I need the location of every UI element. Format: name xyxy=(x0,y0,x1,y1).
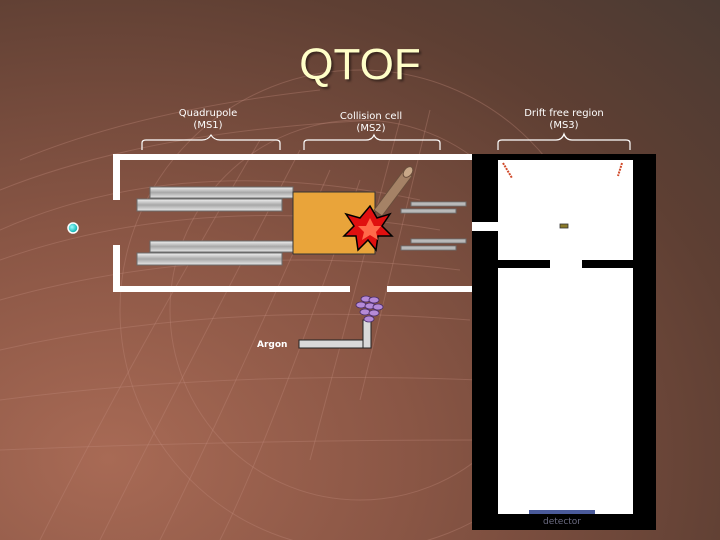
rod xyxy=(136,198,283,212)
collision-burst-icon xyxy=(342,204,394,252)
lens-plates xyxy=(400,201,467,251)
argon-line xyxy=(298,319,372,349)
quadrupole-rods xyxy=(136,186,294,266)
ion-icon xyxy=(67,222,79,234)
argon-molecules-icon xyxy=(355,295,384,323)
gas-inlet-tube xyxy=(373,166,414,217)
rod xyxy=(149,240,294,253)
page-title: QTOF xyxy=(299,40,421,89)
label-quadrupole: Quadrupole (MS1) xyxy=(168,108,248,132)
collision-brace xyxy=(303,133,441,150)
rod xyxy=(136,252,283,266)
ion-packet-icon xyxy=(559,223,569,229)
detector xyxy=(529,510,595,514)
label-drift-region: Drift free region (MS3) xyxy=(514,108,614,132)
quadrupole-brace xyxy=(141,133,281,150)
label-quadrupole-text: Quadrupole (MS1) xyxy=(178,108,238,131)
section-braces xyxy=(141,132,631,150)
argon-label: Argon xyxy=(257,340,288,350)
label-collision-cell: Collision cell (MS2) xyxy=(326,111,416,135)
label-drift-text: Drift free region (MS3) xyxy=(524,108,604,131)
detector-label: detector xyxy=(543,517,581,527)
tof-tube xyxy=(472,154,656,530)
label-collision-text: Collision cell (MS2) xyxy=(339,111,403,134)
rod xyxy=(149,186,294,199)
reflectron-markers xyxy=(502,162,623,229)
quadrupole-housing xyxy=(113,154,487,292)
drift-brace xyxy=(497,132,631,150)
